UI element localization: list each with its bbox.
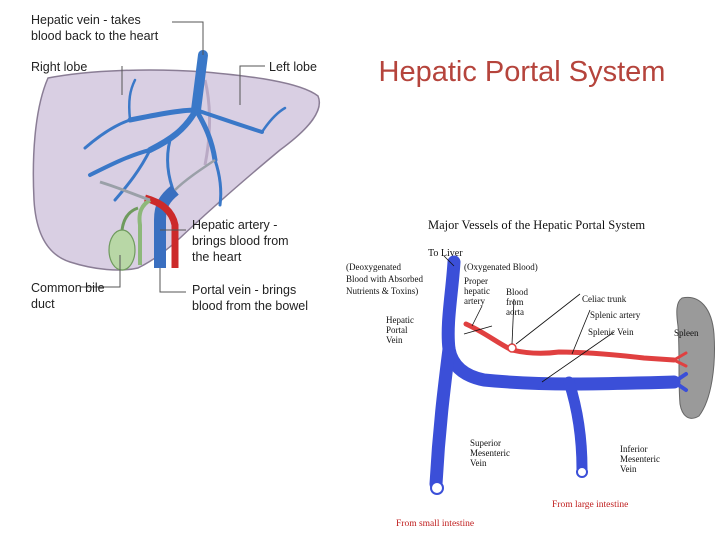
portal-system-diagram: Major Vessels of the Hepatic Portal Syst… [344, 214, 716, 534]
label-splenic-artery: Splenic artery [590, 310, 641, 320]
label-hepatic-artery: Hepatic artery - brings blood from the h… [192, 218, 292, 264]
slide-title: Hepatic Portal System [378, 56, 666, 88]
liver-diagram: Hepatic vein - takes blood back to the h… [31, 13, 321, 313]
label-hepatic-vein: Hepatic vein - takes blood back to the h… [31, 13, 159, 43]
portal-vein-system [429, 255, 688, 491]
hepatic-vein-branches [83, 50, 287, 207]
label-from-large-intestine: From large intestine [552, 500, 628, 510]
label-spleen: Spleen [674, 328, 699, 338]
label-left-lobe: Left lobe [269, 60, 317, 74]
label-oxygenated: (Oxygenated Blood) [464, 262, 538, 272]
label-deoxygenated: (Deoxygenated Blood with Absorbed Nutrie… [346, 262, 425, 296]
gall-bladder [108, 229, 136, 271]
liver-shape [32, 69, 321, 271]
label-inferior-mesenteric-vein: Inferior Mesenteric Vein [620, 444, 662, 474]
label-to-liver: To Liver [428, 248, 463, 259]
label-common-bile-duct: Common bile duct [31, 281, 108, 311]
label-superior-mesenteric-vein: Superior Mesenteric Vein [470, 438, 512, 468]
label-hepatic-portal-vein: Hepatic Portal Vein [386, 315, 416, 345]
label-portal-vein: Portal vein - brings blood from the bowe… [192, 283, 308, 313]
label-blood-from-aorta: Blood from aorta [506, 287, 530, 317]
portal-diagram-title: Major Vessels of the Hepatic Portal Syst… [428, 218, 645, 232]
label-from-small-intestine: From small intestine [396, 519, 474, 529]
label-right-lobe: Right lobe [31, 60, 87, 74]
label-splenic-vein: Splenic Vein [588, 327, 634, 337]
label-proper-hepatic-artery: Proper hepatic artery [464, 276, 492, 306]
label-celiac-trunk: Celiac trunk [582, 294, 627, 304]
